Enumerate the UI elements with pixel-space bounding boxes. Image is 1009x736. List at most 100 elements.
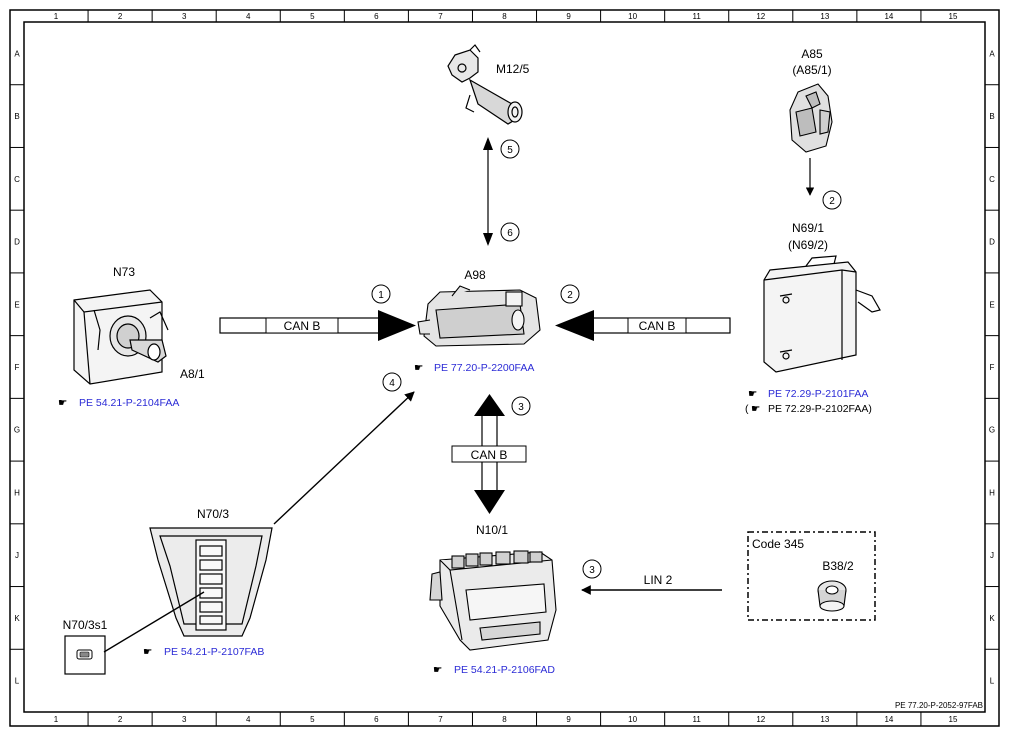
grid-column-label-bottom: 11 <box>693 715 702 724</box>
grid-column-label-top: 12 <box>756 12 765 21</box>
grid-column-label-top: 8 <box>502 12 507 21</box>
can-b-vertical-bus: CAN B <box>451 394 527 514</box>
grid-column-label-top: 11 <box>693 12 702 21</box>
grid-column-label-top: 14 <box>884 12 893 21</box>
a98-reference[interactable]: PE 77.20-P-2200FAA <box>434 362 534 374</box>
n69-1-label: N69/1 <box>792 221 824 235</box>
grid-column-label-bottom: 10 <box>628 715 637 724</box>
grid-column-label-top: 4 <box>246 12 251 21</box>
arrowhead-up <box>483 137 493 150</box>
step-1-text: 1 <box>378 290 384 301</box>
grid-row-label-left: F <box>15 363 20 372</box>
n69-2-reference-icon: ☛ <box>751 403 760 415</box>
can-b-right-label: CAN B <box>639 319 676 333</box>
grid-row-label-right: D <box>989 238 995 247</box>
step-3-lin-marker: 3 <box>582 559 602 579</box>
n70-3s1-label: N70/3s1 <box>63 618 108 632</box>
n69-1-reference[interactable]: PE 72.29-P-2101FAA <box>768 388 868 400</box>
a85-label: A85 <box>801 47 823 61</box>
grid-column-label-bottom: 3 <box>182 715 187 724</box>
grid-column-label-top: 7 <box>438 12 443 21</box>
grid-row-label-right: A <box>989 49 995 58</box>
a85-alt-label: (A85/1) <box>792 63 831 77</box>
grid-row-label-left: J <box>15 551 19 560</box>
grid-row-label-left: E <box>14 300 19 309</box>
grid-row-label-left: D <box>14 238 20 247</box>
step-4-text: 4 <box>389 378 395 389</box>
grid-column-label-top: 13 <box>820 12 829 21</box>
n70-3-overhead-panel-icon <box>149 527 273 637</box>
grid-row-label-left: H <box>14 488 20 497</box>
n69-1-alt-label: (N69/2) <box>788 238 828 252</box>
a98-reference-icon: ☛ <box>414 362 423 374</box>
n73-reference-icon: ☛ <box>58 397 67 409</box>
n10-1-reference[interactable]: PE 54.21-P-2106FAD <box>454 664 555 676</box>
outer-frame <box>9 9 1000 727</box>
grid-column-label-top: 5 <box>310 12 315 21</box>
grid-column-label-bottom: 1 <box>54 715 59 724</box>
n70-3-reference[interactable]: PE 54.21-P-2107FAB <box>164 646 264 658</box>
n69-2-reference-prefix: ( <box>745 403 749 415</box>
b38-2-sensor-icon <box>817 580 847 612</box>
grid-column-label-bottom: 14 <box>884 715 893 724</box>
grid-column-label-top: 1 <box>54 12 59 21</box>
grid-column-label-bottom: 4 <box>246 715 251 724</box>
step-5-text: 5 <box>507 145 513 156</box>
step-1-marker: 1 <box>371 284 391 304</box>
a8-1-label: A8/1 <box>180 367 205 381</box>
grid-column-label-top: 15 <box>949 12 958 21</box>
grid-column-label-top: 10 <box>628 12 637 21</box>
n73-reference[interactable]: PE 54.21-P-2104FAA <box>79 397 179 409</box>
grid-row-label-left: B <box>14 112 19 121</box>
can-b-left-bus: CAN B <box>219 310 416 341</box>
n69-2-reference[interactable]: PE 72.29-P-2102FAA) <box>768 403 872 415</box>
grid-column-label-top: 9 <box>566 12 571 21</box>
grid-column-label-top: 6 <box>374 12 379 21</box>
grid-column-label-bottom: 12 <box>756 715 765 724</box>
figure-id: PE 77.20-P-2052-97FAB <box>895 701 983 710</box>
step-5-marker: 5 <box>500 139 520 159</box>
a98-module-icon <box>417 285 541 347</box>
n69-1-reference-icon: ☛ <box>748 388 757 400</box>
code-345-box <box>747 531 876 621</box>
n10-1-label: N10/1 <box>476 523 508 537</box>
grid-row-label-right: L <box>990 677 995 686</box>
grid-row-label-right: E <box>989 300 994 309</box>
grid-row-label-right: G <box>989 426 995 435</box>
arrowhead-down <box>483 233 493 246</box>
grid-column-label-bottom: 6 <box>374 715 379 724</box>
step-2-right-text: 2 <box>567 290 573 301</box>
n70-3-label: N70/3 <box>197 507 229 521</box>
grid-row-label-right: C <box>989 175 995 184</box>
step-4-marker: 4 <box>382 372 402 392</box>
grid-column-label-bottom: 2 <box>118 715 123 724</box>
grid-column-label-bottom: 9 <box>566 715 571 724</box>
step-2-a85-marker: 2 <box>822 190 842 210</box>
can-b-left-label: CAN B <box>284 319 321 333</box>
step-3-vertical-text: 3 <box>518 402 524 413</box>
grid-row-label-right: K <box>989 614 995 623</box>
can-b-vertical-label: CAN B <box>471 448 508 462</box>
grid-column-label-bottom: 7 <box>438 715 443 724</box>
n70-3-to-a98-arrow <box>273 391 415 525</box>
grid-column-label-bottom: 15 <box>949 715 958 724</box>
b38-2-label: B38/2 <box>822 559 854 573</box>
step-3-lin-text: 3 <box>589 565 595 576</box>
grid-column-label-bottom: 5 <box>310 715 315 724</box>
n69-1-control-unit-icon <box>763 255 881 373</box>
grid-row-label-left: G <box>14 426 20 435</box>
grid-row-label-right: F <box>990 363 995 372</box>
step-6-text: 6 <box>507 228 513 239</box>
grid-row-label-left: C <box>14 175 20 184</box>
m12-5-actuator-icon <box>447 44 523 125</box>
n73-label: N73 <box>113 265 135 279</box>
n70-3s1-to-n70-3-line <box>103 591 205 653</box>
grid-column-label-top: 3 <box>182 12 187 21</box>
grid-column-label-bottom: 13 <box>820 715 829 724</box>
n70-3s1-switch-icon <box>64 635 106 675</box>
n70-3-reference-icon: ☛ <box>143 646 152 658</box>
a98-label: A98 <box>464 268 486 282</box>
grid-row-label-right: H <box>989 488 995 497</box>
grid-row-label-right: B <box>989 112 994 121</box>
step-6-marker: 6 <box>500 222 520 242</box>
